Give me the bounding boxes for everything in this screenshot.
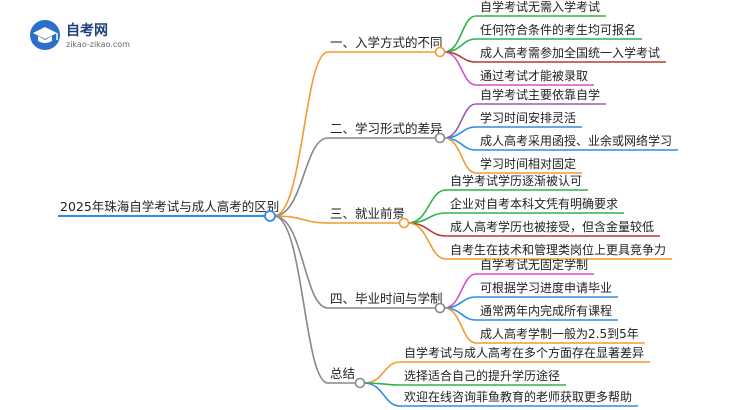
leaf-label-2-2: 学习时间安排灵活 <box>480 110 576 125</box>
leaf-label-2-1: 自学考试主要依靠自学 <box>480 87 600 102</box>
connector-branch-5-leaf-3 <box>363 382 401 407</box>
leaf-label-4-3: 通常两年内完成所有课程 <box>480 303 612 318</box>
connector-root-branch-4 <box>273 215 329 309</box>
connector-root-branch-1 <box>273 51 329 217</box>
connector-root-branch-5 <box>273 215 329 384</box>
graduation-cap-icon <box>30 20 60 50</box>
leaf-label-5-3: 欢迎在线咨询菲鱼教育的老师获取更多帮助 <box>404 389 632 404</box>
leaf-label-1-1: 自学考试无需入学考试 <box>480 0 600 14</box>
connector-branch-5-leaf-1 <box>363 361 401 384</box>
leaf-label-3-1: 自学考试学历逐渐被认可 <box>450 173 582 188</box>
leaf-label-2-4: 学习时间相对固定 <box>480 156 576 171</box>
branch-node-2[interactable] <box>434 132 446 144</box>
branch-node-5[interactable] <box>354 377 366 389</box>
connector-root-branch-2 <box>273 137 329 217</box>
leaf-label-4-1: 自学考试无固定学制 <box>480 257 588 272</box>
leaf-label-2-3: 成人高考采用函授、业余或网络学习 <box>480 133 672 148</box>
connector-root-branch-3 <box>273 215 329 224</box>
leaf-label-3-3: 成人高考学历也被接受，但含金量较低 <box>450 219 654 234</box>
branch-label-3: 三、就业前景 <box>330 206 405 221</box>
branch-node-3[interactable] <box>398 217 410 229</box>
branch-label-2: 二、学习形式的差异 <box>330 121 443 136</box>
connector-branch-1-leaf-4 <box>443 51 477 86</box>
branch-label-1: 一、入学方式的不同 <box>330 35 443 50</box>
leaf-label-1-4: 通过考试才能被录取 <box>480 68 588 83</box>
leaf-label-5-2: 选择适合自己的提升学历途径 <box>404 368 560 383</box>
root-node[interactable] <box>264 210 276 222</box>
mind-map-nodes: 2025年珠海自学考试与成人高考的区别 一、入学方式的不同 自学考试无需入学考试任何… <box>58 0 679 407</box>
branch-label-5: 总结 <box>330 366 355 381</box>
leaf-label-1-3: 成人高考需参加全国统一入学考试 <box>480 45 660 60</box>
branch-node-1[interactable] <box>434 46 446 58</box>
leaf-label-3-2: 企业对自考本科文凭有明确要求 <box>450 196 618 211</box>
connector-branch-3-leaf-3 <box>407 222 447 237</box>
leaf-label-1-2: 任何符合条件的考生均可报名 <box>480 22 636 37</box>
leaf-label-4-4: 成人高考学制一般为2.5到5年 <box>480 326 639 341</box>
connector-branch-2-leaf-4 <box>443 137 477 174</box>
branch-label-4: 四、毕业时间与学制 <box>330 291 443 306</box>
root-topic-label: 2025年珠海自学考试与成人高考的区别 <box>60 199 279 214</box>
leaf-label-3-4: 自考生在技术和管理类岗位上更具竞争力 <box>450 242 666 257</box>
connector-branch-3-leaf-4 <box>407 222 447 260</box>
logo-title: 自考网 <box>66 22 108 39</box>
logo-url: zikao-zikao.com <box>66 40 130 49</box>
site-logo[interactable]: 自考网 zikao-zikao.com <box>28 18 148 52</box>
branch-node-4[interactable] <box>434 302 446 314</box>
connector-branch-1-leaf-2 <box>443 38 477 53</box>
leaf-label-4-2: 可根据学习进度申请毕业 <box>480 280 612 295</box>
connector-branch-4-leaf-4 <box>443 307 477 344</box>
leaf-label-5-1: 自学考试与成人高考在多个方面存在显著差异 <box>404 345 644 360</box>
connector-lines <box>273 15 477 407</box>
